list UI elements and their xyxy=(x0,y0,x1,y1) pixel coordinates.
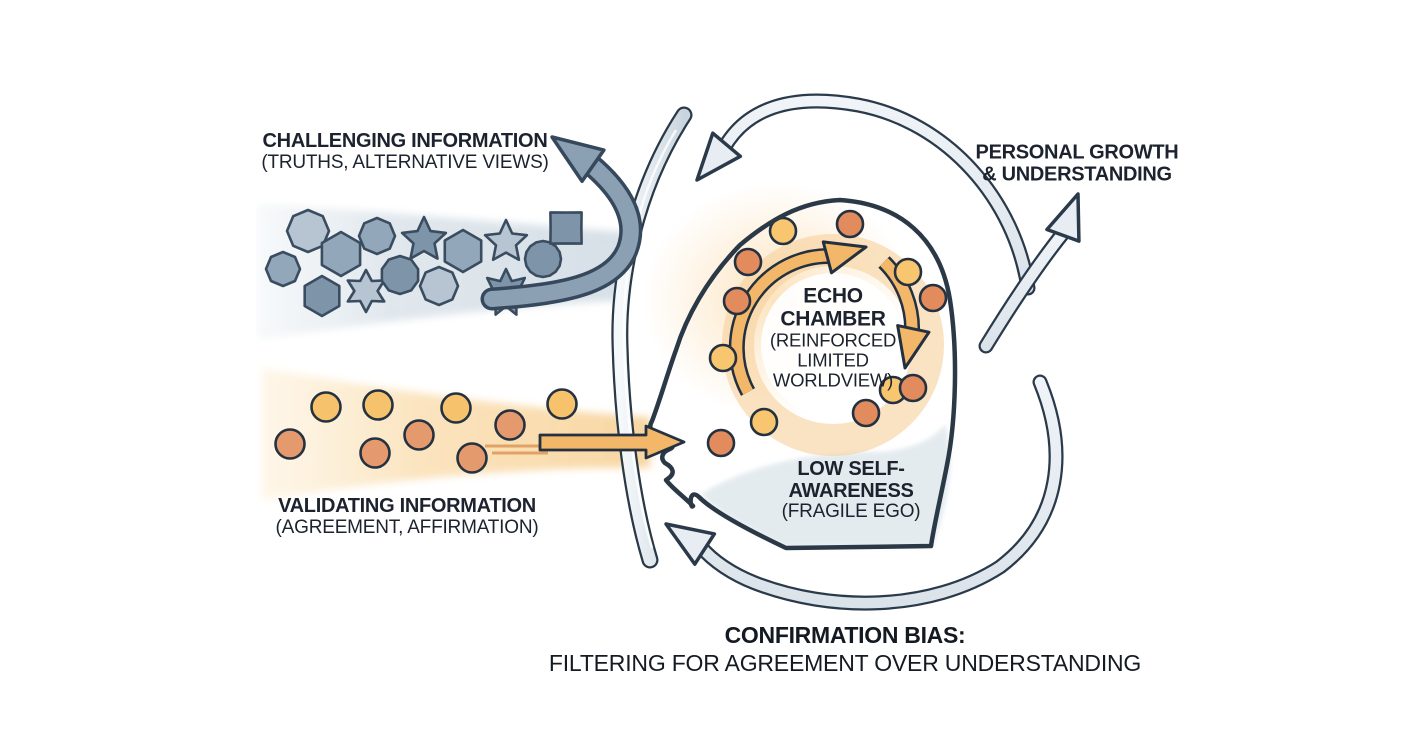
personal-growth-arrow xyxy=(978,192,1081,354)
echo-line1: ECHO xyxy=(803,284,863,308)
gray-shape-octagon xyxy=(523,239,563,279)
info-dot xyxy=(362,389,394,421)
label-personal-growth: PERSONAL GROWTH & UNDERSTANDING xyxy=(976,142,1179,185)
diagram-title: CONFIRMATION BIAS: FILTERING FOR AGREEME… xyxy=(549,621,1141,677)
info-dot xyxy=(310,391,342,423)
gray-shape-triangle xyxy=(303,274,341,318)
info-dot xyxy=(456,442,488,474)
echo-ring-inner xyxy=(761,273,905,417)
info-dot xyxy=(898,373,928,403)
echo-dots-group xyxy=(706,209,948,458)
gray-shape-triangle xyxy=(320,230,362,278)
challenging-line1: CHALLENGING INFORMATION xyxy=(262,129,548,152)
validating-line2: (AGREEMENT, AFFIRMATION) xyxy=(275,516,539,538)
gray-shape-square xyxy=(418,265,460,307)
info-dot xyxy=(706,428,736,458)
awareness-line3: (FRAGILE EGO) xyxy=(781,501,921,523)
head-outline xyxy=(647,197,958,551)
gray-shape-square xyxy=(285,208,331,254)
info-dot xyxy=(835,209,865,239)
echo-cycle-arrow-2 xyxy=(878,256,931,370)
gray-shape-square xyxy=(264,250,302,288)
validating-stream-band xyxy=(262,368,650,500)
deflect-arrow xyxy=(480,135,643,311)
info-dot xyxy=(494,409,526,441)
echo-line2: CHAMBER xyxy=(780,307,886,331)
info-dot xyxy=(274,428,306,460)
title-line1: CONFIRMATION BIAS: xyxy=(724,621,966,648)
info-dot xyxy=(722,286,752,316)
gray-shape-pentagon xyxy=(380,254,420,296)
gray-shape-triangle xyxy=(443,228,483,274)
info-dot xyxy=(546,388,578,420)
info-dot xyxy=(440,392,472,424)
awareness-line2: AWARENESS xyxy=(788,479,914,502)
label-challenging-information: CHALLENGING INFORMATION (TRUTHS, ALTERNA… xyxy=(261,129,549,173)
info-dot xyxy=(733,247,763,277)
filter-barrier xyxy=(611,106,693,569)
gray-shape-star5 xyxy=(400,215,448,260)
label-echo-chamber: ECHO CHAMBER (REINFORCED LIMITED WORLDVI… xyxy=(770,285,896,390)
growth-line2: & UNDERSTANDING xyxy=(982,163,1172,185)
outer-cycle-top-arrow xyxy=(695,93,1036,296)
head-silhouette xyxy=(643,182,958,551)
info-dot xyxy=(403,419,435,451)
neck-shading xyxy=(701,424,951,547)
validating-arrow xyxy=(485,424,686,460)
challenging-line2: (TRUTHS, ALTERNATIVE VIEWS) xyxy=(261,151,549,173)
info-dot xyxy=(851,398,881,428)
info-dot xyxy=(918,283,948,313)
echo-line3: (REINFORCED xyxy=(769,329,897,351)
validating-dots-group xyxy=(274,388,578,474)
info-dot xyxy=(359,437,391,469)
growth-line1: PERSONAL GROWTH xyxy=(975,141,1179,164)
info-dot xyxy=(708,343,738,373)
gray-shape-square xyxy=(357,216,397,256)
title-line2: FILTERING FOR AGREEMENT OVER UNDERSTANDI… xyxy=(548,650,1142,676)
gray-shape-star5 xyxy=(483,218,529,262)
challenging-shapes-group xyxy=(264,208,583,318)
gray-shape-pillow xyxy=(549,211,583,245)
outer-cycle-bottom-arrow xyxy=(664,374,1064,611)
validating-line1: VALIDATING INFORMATION xyxy=(278,494,536,517)
awareness-line1: LOW SELF- xyxy=(797,458,905,481)
echo-line4: LIMITED xyxy=(797,349,869,371)
label-validating-information: VALIDATING INFORMATION (AGREEMENT, AFFIR… xyxy=(275,494,539,538)
echo-line5: WORLDVIEW) xyxy=(772,369,894,391)
label-low-self-awareness: LOW SELF- AWARENESS (FRAGILE EGO) xyxy=(782,459,921,523)
info-dot xyxy=(749,407,779,437)
info-dot xyxy=(893,257,923,287)
